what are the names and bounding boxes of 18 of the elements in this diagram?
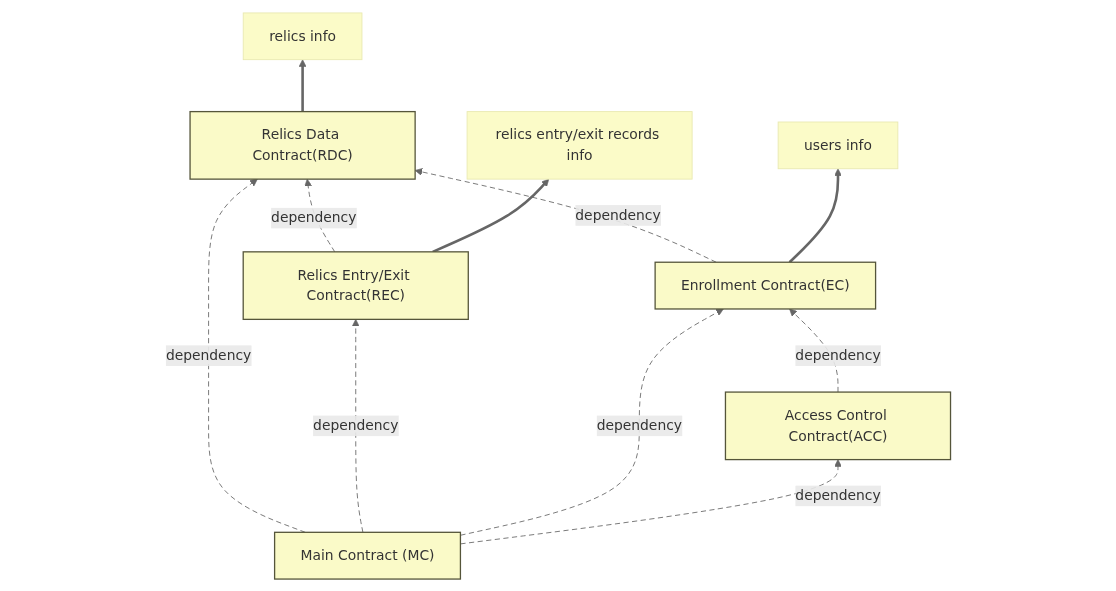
node-box: Main Contract (MC) [273,531,461,580]
edge-label: dependency [270,208,357,226]
edge-label: dependency [795,486,881,504]
arrow [788,167,842,263]
node-box: Relics Entry/Exit Contract(REC) [242,250,469,320]
node-box: Relics Data Contract(RDC) [189,110,416,180]
edge-label: dependency [596,416,682,434]
edge-label: dependency [795,346,881,364]
edge-label: dependency [165,346,251,364]
node-box: relics info [242,12,363,60]
arrow [298,58,307,112]
edge-label: dependency [312,416,399,434]
node-box: Access Control Contract(ACC) [724,390,951,460]
node-box: relics entry/exit records info [466,110,693,180]
node-box: users info [777,121,899,169]
arrow [431,178,549,253]
edge-label: dependency [575,206,661,223]
node-box: Enrollment Contract(EC) [654,261,876,310]
